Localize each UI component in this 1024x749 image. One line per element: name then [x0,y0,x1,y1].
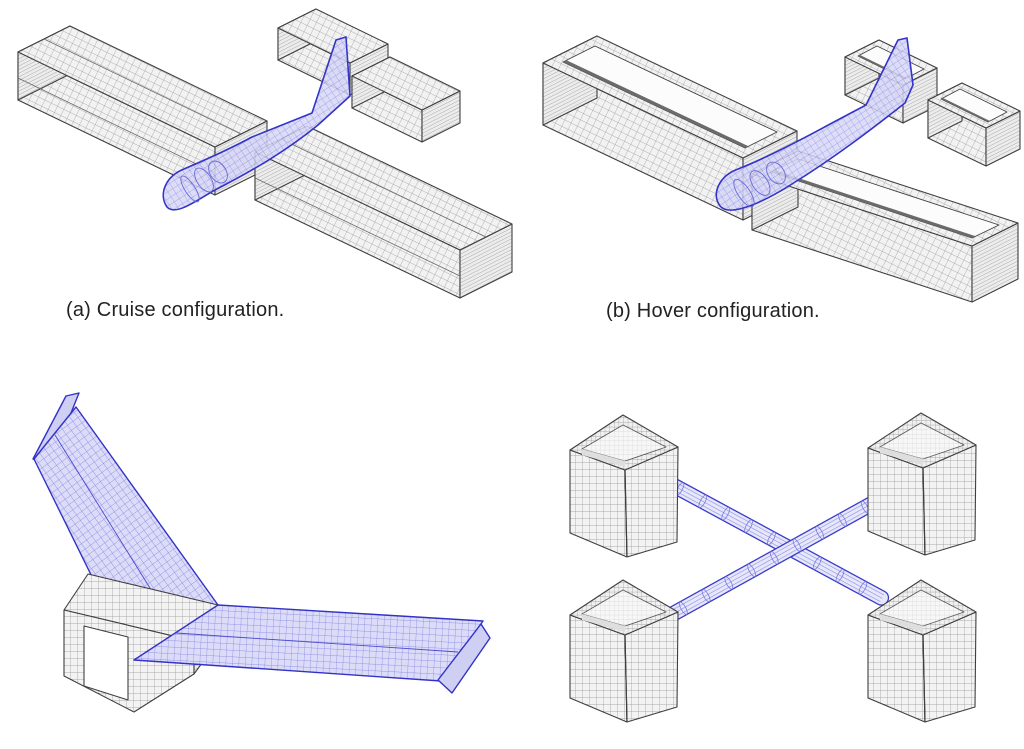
caption-cruise: (a) Cruise configuration. [66,299,285,321]
caption-hover: (b) Hover configuration. [606,300,820,322]
wing-slab-right [254,125,513,299]
tail-slab-right [351,56,461,143]
rotor-duct [867,412,977,556]
center-body-duct [63,573,219,713]
rotor-duct [569,414,679,558]
winglet-right [437,623,491,694]
rotor-duct [569,579,679,723]
fuselage-mesh [162,36,351,211]
fuselage-mesh [715,37,914,211]
wing-trough-right [751,150,1019,303]
tail-trough-right [927,82,1021,167]
panel-hover-mesh [542,35,1021,303]
panel-ducted-quad-mesh [569,412,977,723]
panel-cruise-mesh [17,8,513,299]
panel-flying-wing-mesh [32,392,491,713]
